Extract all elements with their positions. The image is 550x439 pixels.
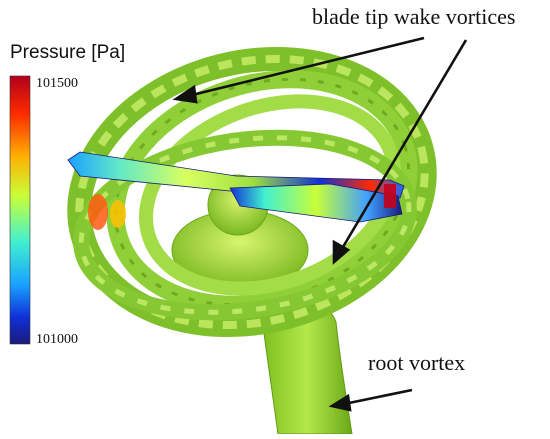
- root-arrow: [328, 388, 413, 412]
- root-arrowhead: [328, 393, 352, 412]
- blade-tip-high-pressure: [384, 184, 396, 208]
- colorbar-max-label: 101500: [36, 76, 78, 91]
- rotor-blade-lower: [229, 183, 403, 223]
- mid-pressure-spot: [110, 200, 126, 228]
- wake-arrowhead-2: [332, 239, 351, 265]
- high-pressure-spot: [88, 194, 108, 230]
- wake-arrowhead-1: [172, 84, 198, 104]
- wake-arrow-2: [338, 39, 468, 253]
- root-arrow-line: [343, 388, 413, 406]
- wake-ring-lower-highlight: [78, 135, 412, 315]
- wake-ring-inner: [139, 94, 401, 296]
- colorbar: [9, 75, 31, 345]
- wake-arrow-1: [187, 36, 425, 98]
- wake-arrows: [172, 36, 468, 265]
- legend-title: Pressure [Pa]: [10, 42, 126, 63]
- colorbar-min-label: 101000: [36, 332, 78, 347]
- root-vortex-label: root vortex: [368, 350, 466, 375]
- wake-vortices-label: blade tip wake vortices: [312, 4, 516, 29]
